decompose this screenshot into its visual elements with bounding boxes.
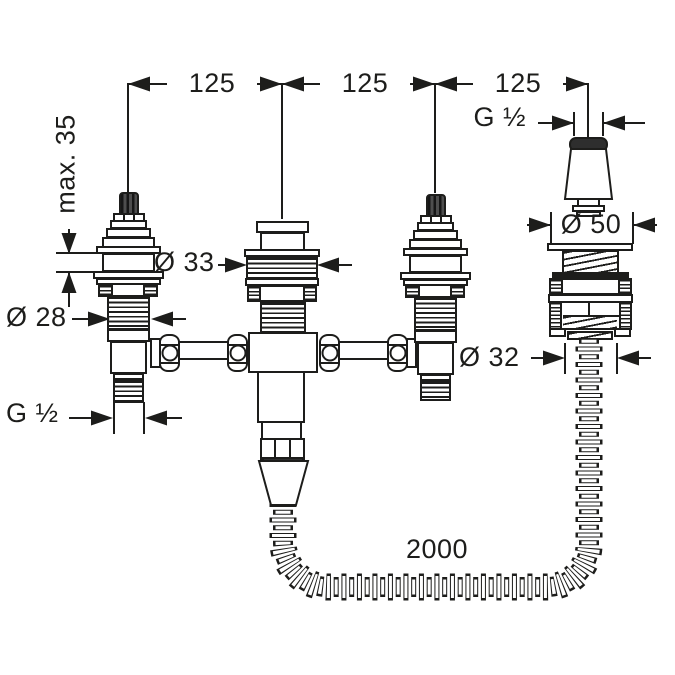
- left-valve-lock-nut-right: [143, 284, 158, 297]
- dim-line-max35-bottom: [68, 272, 70, 307]
- union-coupling-4: [387, 334, 408, 372]
- dim-label-thread-bottom: G ½: [6, 398, 59, 428]
- centerline-right-valve: [434, 83, 436, 193]
- dim-tick: [56, 252, 99, 254]
- right-valve-tail-thread: [420, 380, 451, 401]
- dim-tick: [143, 402, 145, 434]
- dim-line-dia32-b: [639, 357, 651, 359]
- diverter-knob-step: [576, 211, 601, 217]
- right-valve-plate: [403, 279, 468, 286]
- center-outlet-cone: [257, 460, 310, 506]
- diverter-knob-cone: [563, 148, 614, 200]
- dim-label-hose-length: 2000: [405, 534, 469, 564]
- coupling-ball: [321, 344, 338, 362]
- dim-line-dia28-b: [173, 318, 186, 320]
- dim-tick: [616, 343, 618, 374]
- arrow-left-icon: [145, 410, 167, 426]
- union-coupling-2: [227, 334, 248, 372]
- coupling-ball: [229, 344, 246, 362]
- dim-label-thread-top: G ½: [473, 102, 526, 132]
- drain-thread-block: [562, 250, 619, 274]
- dim-label-flange-diameter: Ø 50: [560, 209, 622, 239]
- arrow-left-icon: [151, 311, 173, 327]
- arrow-left-icon: [317, 257, 339, 273]
- arrow-right-icon: [225, 257, 247, 273]
- connecting-pipe-left: [178, 341, 229, 360]
- dim-label-body-diameter: Ø 28: [6, 302, 67, 332]
- dim-tick: [56, 271, 97, 273]
- right-valve-lock-nut-right: [450, 285, 465, 298]
- left-valve-spindle: [119, 192, 139, 215]
- left-valve-body-lower: [110, 341, 147, 374]
- dim-tick: [550, 212, 552, 244]
- drain-foot-left: [549, 328, 566, 337]
- dim-line-g-half-top-b: [603, 122, 645, 124]
- drain-body-divider: [588, 303, 590, 316]
- arrow-left-icon: [617, 350, 639, 366]
- dim-line-dia33-a: [218, 264, 227, 266]
- diverter-knob-oring: [569, 137, 608, 152]
- drain-foot-right: [614, 328, 631, 337]
- dim-label-spacing-3: 125: [473, 70, 563, 97]
- left-valve-lock-nut-left: [98, 284, 113, 297]
- right-valve-lock-nut-left: [405, 285, 420, 298]
- dim-label-trim-diameter: Ø 33: [154, 247, 215, 277]
- center-valve-lock-nut-left: [247, 285, 261, 302]
- left-valve-tail-thread: [113, 379, 144, 403]
- dim-tick: [113, 402, 115, 434]
- center-valve-threaded-collar: [246, 256, 318, 280]
- left-valve-threaded-body: [107, 295, 150, 330]
- center-valve-lock-nut-right: [303, 285, 317, 302]
- centerline-left-valve: [127, 83, 129, 192]
- left-valve-plate: [96, 278, 161, 285]
- drain-body-midline: [563, 315, 619, 317]
- right-valve-threaded-body: [414, 296, 457, 331]
- center-valve-column: [260, 301, 306, 334]
- drain-lock-nut-rib-right: [618, 278, 632, 295]
- dim-line-g-half-bottom-b: [167, 417, 182, 419]
- dim-line-g-half-bottom-a: [69, 417, 91, 419]
- right-valve-body-lower: [417, 342, 454, 375]
- dim-line-max35-top: [68, 229, 70, 254]
- center-outlet-seal-ring: [262, 457, 304, 465]
- coupling-ball: [389, 344, 406, 362]
- connecting-pipe-right: [338, 341, 389, 360]
- dim-line-g-half-top-a: [538, 122, 574, 124]
- union-coupling-3: [319, 334, 340, 372]
- center-valve-body: [248, 332, 318, 373]
- dim-label-hose-diameter: Ø 32: [459, 342, 520, 372]
- dim-label-spacing-1: 125: [167, 70, 257, 97]
- centerline-center-valve: [281, 83, 283, 219]
- right-valve-cylinder: [409, 255, 462, 273]
- coupling-ball: [161, 344, 178, 362]
- dim-tick: [564, 343, 566, 374]
- dim-line-dia28-a: [72, 318, 88, 320]
- union-coupling-1: [159, 334, 180, 372]
- dim-label-spacing-2: 125: [320, 70, 410, 97]
- drain-body-rib-left: [549, 301, 562, 330]
- dim-line-dia32-a: [531, 357, 543, 359]
- drain-body-hatch: [563, 317, 617, 329]
- drain-hose-stub: [567, 331, 613, 340]
- arrow-right-icon: [543, 350, 565, 366]
- dim-tick: [573, 112, 575, 136]
- center-outlet-column: [257, 371, 305, 423]
- drain-lock-nut-rib-left: [549, 278, 563, 295]
- centerline-drain-unit: [587, 83, 589, 138]
- arrow-right-icon: [91, 410, 113, 426]
- dim-line-dia33-b: [339, 264, 352, 266]
- right-valve-spindle: [426, 194, 446, 217]
- drain-body-rib-right: [619, 301, 632, 330]
- dim-tick: [602, 112, 604, 136]
- left-valve-cylinder: [102, 253, 155, 272]
- dim-label-max-height: max. 35: [50, 114, 81, 214]
